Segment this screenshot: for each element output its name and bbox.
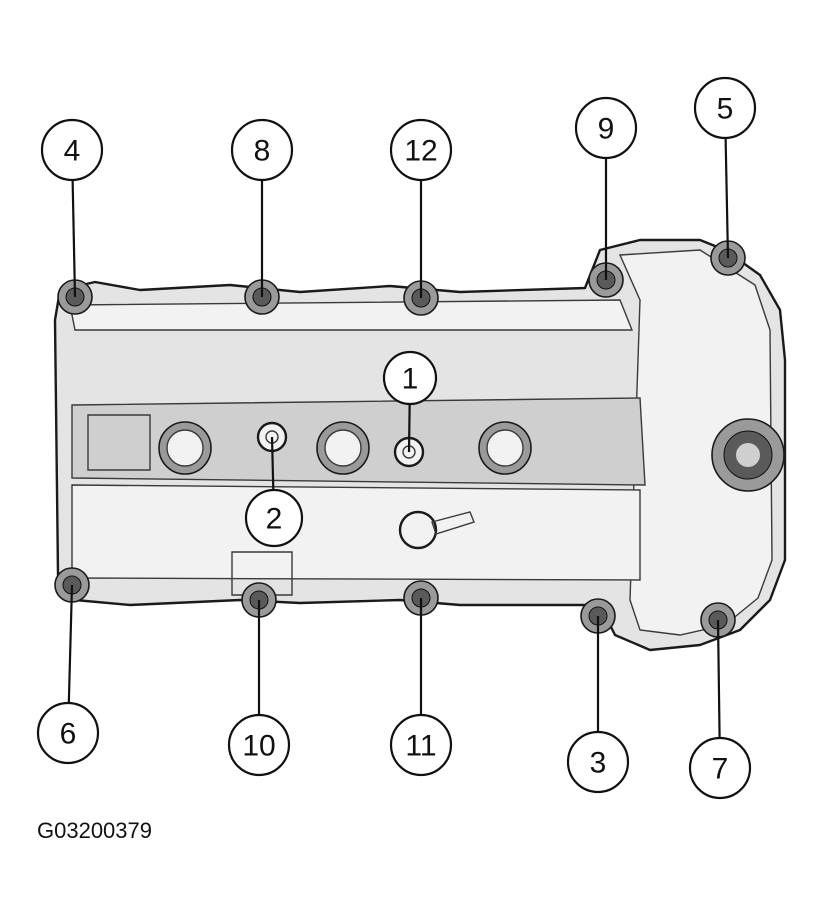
callout-circle-1 <box>382 350 438 406</box>
callout-label-6: 6 <box>60 718 77 751</box>
leader-line-4 <box>71 179 77 298</box>
callout-label-7: 7 <box>712 753 729 786</box>
callout-label-12: 12 <box>404 135 437 168</box>
callout-circle-9 <box>574 96 638 160</box>
callout-circle-7 <box>688 736 752 800</box>
callout-circle-10 <box>227 713 291 777</box>
callout-circle-11 <box>389 713 453 777</box>
callout-circle-8 <box>230 118 294 182</box>
callout-label-9: 9 <box>598 113 615 146</box>
callout-circle-3 <box>566 730 630 794</box>
callout-label-4: 4 <box>64 135 81 168</box>
callout-circle-12 <box>389 118 453 182</box>
leader-line-2 <box>270 436 275 491</box>
figure-id: G03200379 <box>37 818 152 843</box>
callout-label-2: 2 <box>266 503 283 536</box>
valve-cover <box>53 238 787 652</box>
callout-label-11: 11 <box>405 730 436 763</box>
callout-circle-4 <box>40 118 104 182</box>
leader-line-1 <box>407 403 411 453</box>
leader-line-7 <box>716 619 721 739</box>
leader-line-5 <box>724 137 730 259</box>
callout-label-10: 10 <box>242 730 275 763</box>
callout-label-3: 3 <box>590 747 607 780</box>
callout-circle-2 <box>244 488 304 548</box>
callout-label-8: 8 <box>254 135 271 168</box>
callout-label-5: 5 <box>717 93 734 126</box>
callout-label-1: 1 <box>402 363 419 396</box>
callout-circle-5 <box>693 76 757 140</box>
callout-circle-6 <box>36 701 100 765</box>
leader-line-6 <box>67 584 74 704</box>
leader-lines <box>67 137 730 739</box>
